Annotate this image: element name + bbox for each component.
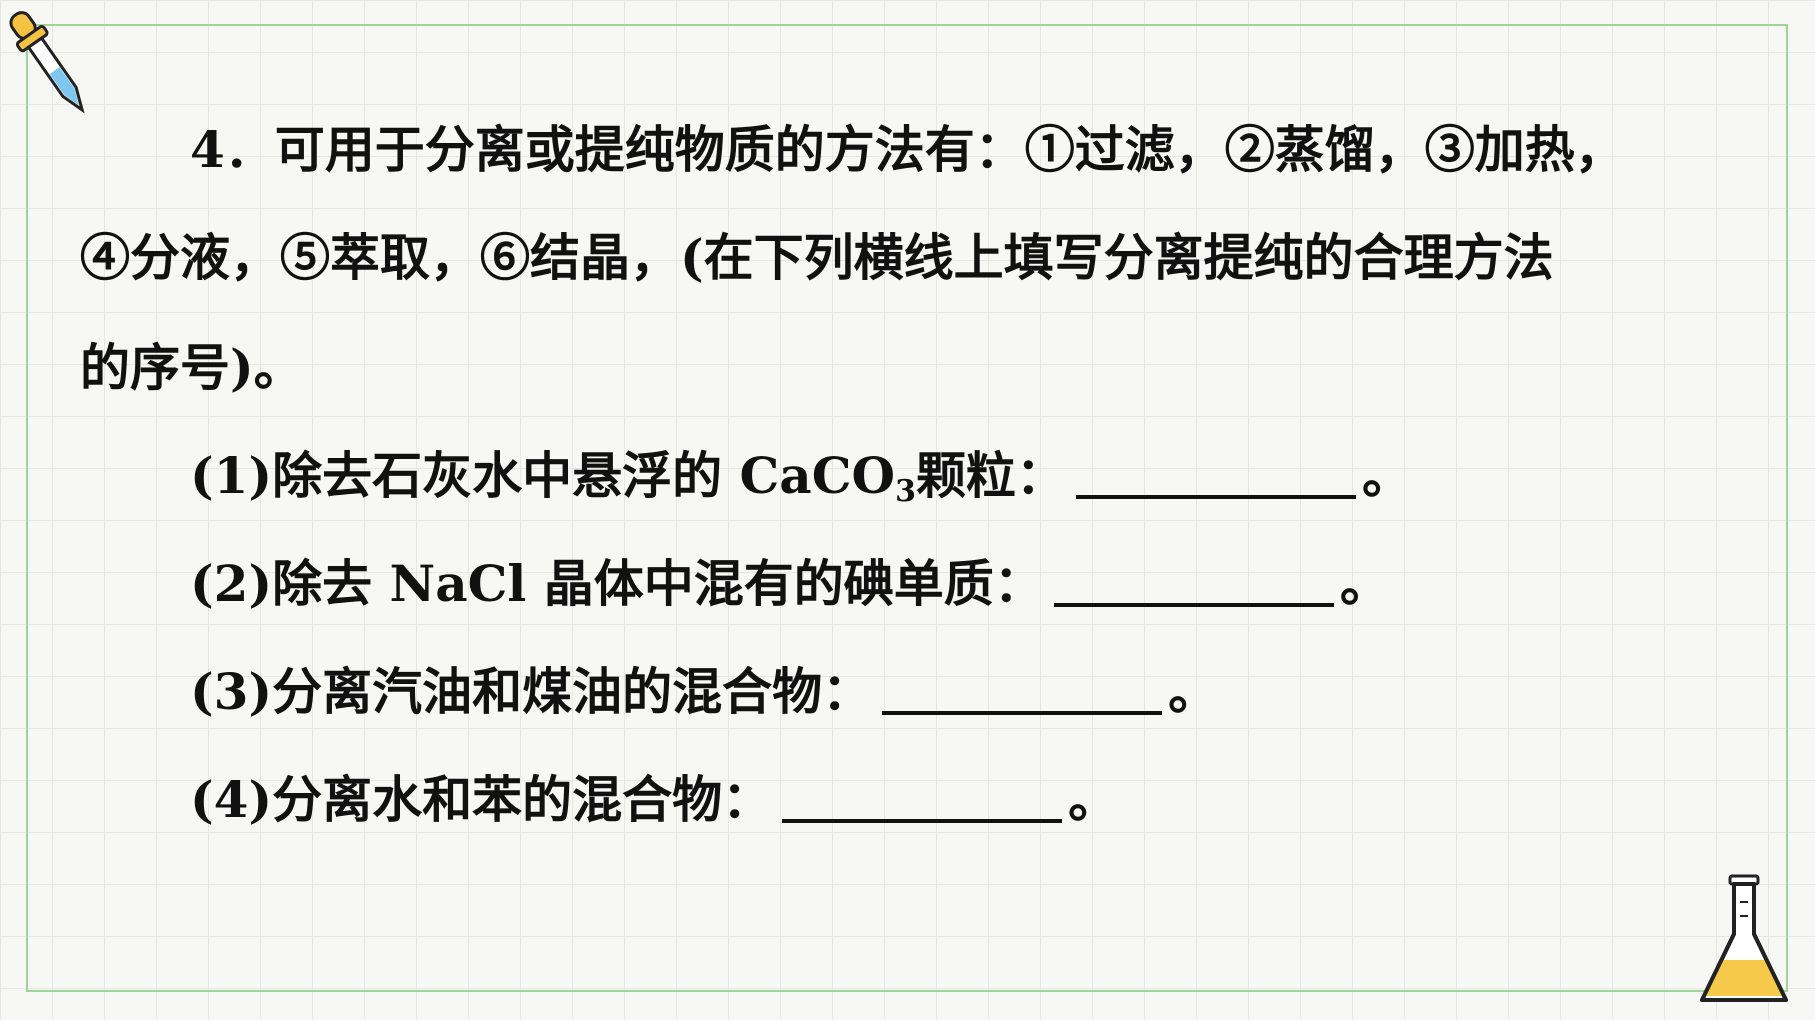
answer-blank-3[interactable] [882,667,1163,715]
answer-blank-1[interactable] [1075,451,1356,499]
question-stem-line-3: 的序号)。 [80,338,304,397]
sub-question-2: (2)除去 NaCl 晶体中混有的碘单质： 。 [190,554,1390,614]
question-stem-line-2: ④分液，⑤萃取，⑥结晶，(在下列横线上填写分离提纯的合理方法 [80,228,1554,287]
content-frame [26,24,1788,992]
sub-question-4-period: 。 [1068,770,1119,829]
dropper-icon [9,11,85,114]
sub-question-3-text: (3)分离汽油和煤油的混合物： [190,662,873,721]
subscript-3: 3 [895,474,916,509]
sub-question-1-period: 。 [1361,446,1412,505]
sub-question-1-suffix: 颗粒： [915,446,1066,505]
sub-question-2-period: 。 [1339,554,1390,613]
sub-question-3: (3)分离汽油和煤油的混合物： 。 [190,662,1218,722]
question-stem-line-1: 4．可用于分离或提纯物质的方法有：①过滤，②蒸馏，③加热， [190,120,1625,179]
sub-question-2-text: (2)除去 NaCl 晶体中混有的碘单质： [190,554,1044,613]
answer-blank-2[interactable] [1053,559,1334,607]
sub-question-4: (4)分离水和苯的混合物： 。 [190,770,1118,830]
sub-question-3-period: 。 [1168,662,1219,721]
answer-blank-4[interactable] [782,775,1063,823]
flask-icon [1700,874,1788,1002]
sub-question-1: (1)除去石灰水中悬浮的 CaCO3颗粒： 。 [190,446,1412,509]
sub-question-1-text: (1)除去石灰水中悬浮的 CaCO [190,446,896,505]
sub-question-4-text: (4)分离水和苯的混合物： [190,770,773,829]
